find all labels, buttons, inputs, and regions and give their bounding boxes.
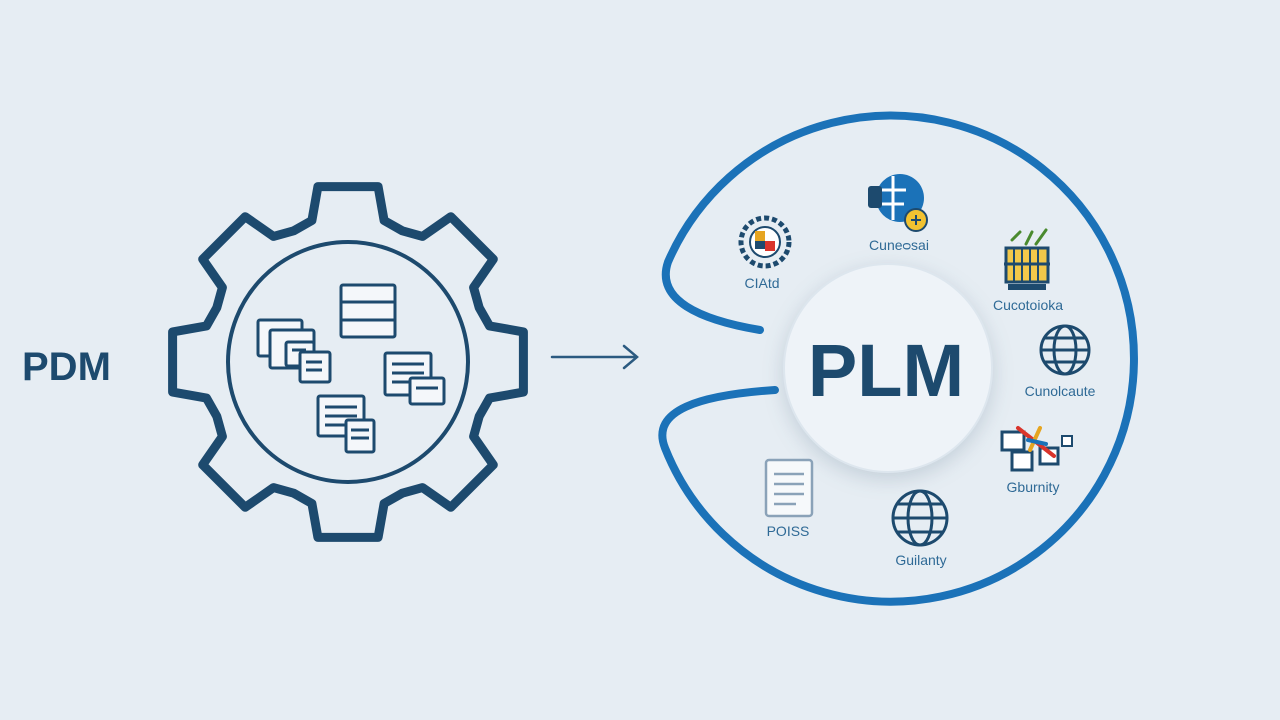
arrow-right-icon	[550, 344, 639, 370]
document-form-icon	[408, 376, 446, 406]
satellite-label: Gburnity	[1007, 479, 1060, 495]
satellite-label: Cucotoioka	[993, 297, 1063, 313]
satellite-label: Guilanty	[895, 552, 946, 568]
document-pair-icon	[316, 394, 376, 454]
satellite-label: Cunolcaute	[1025, 383, 1096, 399]
globe-icon	[891, 489, 949, 547]
globe-hand-icon	[868, 174, 928, 232]
document-stack-icon	[256, 318, 332, 384]
satellite-label: Cuneᴑsai	[869, 237, 929, 253]
plm-label: PLM	[808, 329, 964, 412]
plm-center	[783, 263, 993, 473]
gear-icon	[168, 182, 528, 542]
plm-ring	[658, 111, 1138, 606]
satellite-label: POISS	[767, 523, 810, 539]
colorful-gear-icon	[738, 215, 792, 269]
puzzle-pieces-icon	[1000, 426, 1073, 472]
leaf-box-icon	[1004, 228, 1050, 290]
globe-icon	[1039, 324, 1091, 376]
pdm-label: PDM	[22, 345, 111, 389]
satellite-label: CIAtd	[744, 275, 779, 291]
stacked-list-icon	[339, 283, 397, 339]
document-list-icon	[764, 458, 814, 518]
